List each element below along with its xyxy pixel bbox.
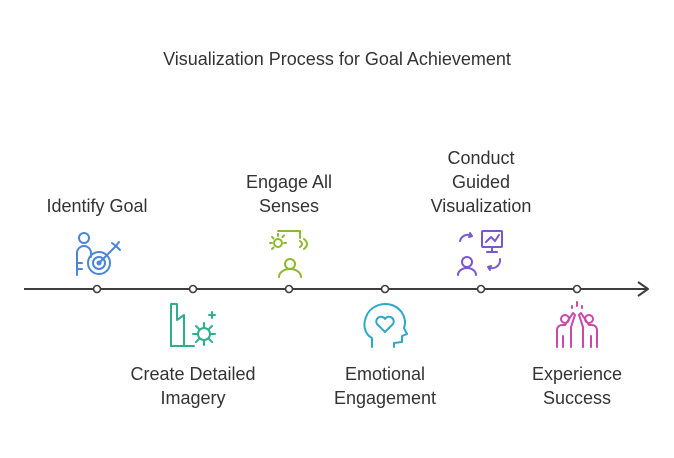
step-label-identify-goal: Identify Goal	[46, 196, 148, 216]
presenter-chart-icon	[456, 229, 506, 279]
timeline-dot-1	[92, 284, 102, 294]
person-senses-icon	[265, 229, 315, 279]
step-label-experience-success: Experience Success	[531, 364, 623, 408]
step-label-emotional-engagement: Emotional Engagement	[333, 364, 437, 408]
timeline-dot-2	[188, 284, 198, 294]
timeline-arrowhead	[637, 281, 649, 297]
timeline-dot-3	[284, 284, 294, 294]
timeline-dot-5	[476, 284, 486, 294]
timeline-dot-6	[572, 284, 582, 294]
diagram-title: Visualization Process for Goal Achieveme…	[163, 49, 511, 69]
step-label-conduct-guided-visualization: Conduct Guided Visualization	[430, 148, 532, 216]
person-target-icon	[72, 229, 122, 279]
step-label-engage-all-senses: Engage All Senses	[245, 172, 333, 216]
timeline-dot-4	[380, 284, 390, 294]
head-heart-icon	[360, 300, 410, 350]
step-label-create-detailed-imagery: Create Detailed Imagery	[130, 364, 256, 408]
factory-sun-icon	[168, 300, 218, 350]
high-five-icon	[552, 300, 602, 350]
